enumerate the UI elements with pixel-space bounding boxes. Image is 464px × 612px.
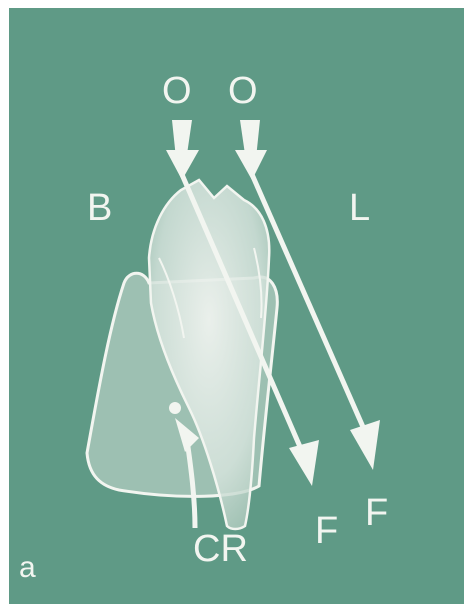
label-force-right: F [365, 494, 388, 532]
center-of-resistance-dot [169, 402, 181, 414]
force-arrow-left-tail-head [166, 150, 199, 180]
label-buccal: B [87, 189, 112, 227]
label-lingual: L [349, 189, 370, 227]
panel-label: a [19, 553, 36, 583]
force-arrow-right-tail-head [235, 150, 267, 180]
force-arrow-left-head [289, 440, 319, 486]
label-occlusal-left: O [162, 72, 192, 110]
label-occlusal-right: O [228, 72, 258, 110]
label-force-left: F [315, 512, 338, 550]
force-arrow-right-head [350, 420, 380, 470]
diagram-panel: O O B L F F CR a [9, 8, 464, 604]
label-center-of-resistance: CR [193, 530, 248, 568]
